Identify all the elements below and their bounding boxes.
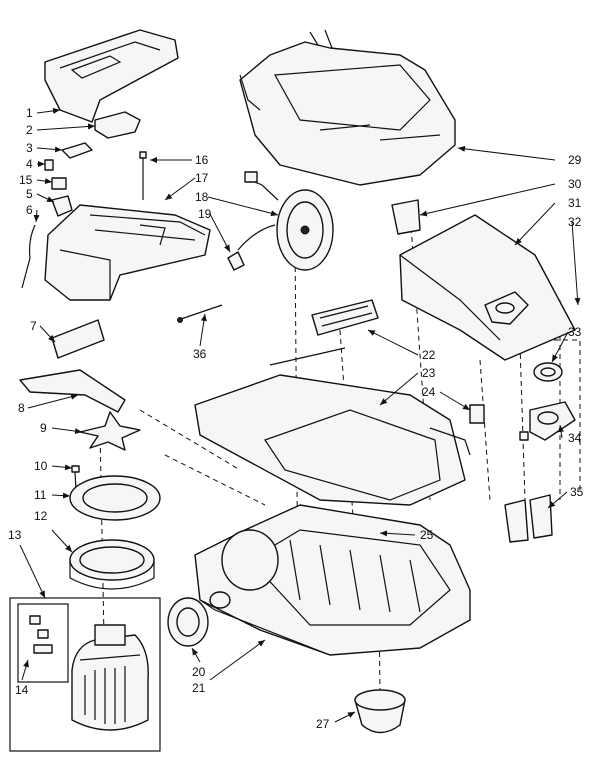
callout-20: 20 [192, 665, 206, 679]
callout-17: 17 [195, 171, 209, 185]
callout-30: 30 [568, 177, 582, 191]
latch-30 [391, 199, 421, 235]
valve-parts [519, 362, 576, 441]
callout-10: 10 [34, 459, 48, 473]
callout-35: 35 [570, 485, 584, 499]
leader-lines [19, 107, 581, 723]
callout-21: 21 [192, 681, 206, 695]
fan-9 [79, 411, 141, 451]
callout-labels: 1 2 3 4 15 5 6 16 17 18 19 29 30 31 32 7… [8, 106, 584, 731]
callout-33: 33 [568, 325, 582, 339]
callout-5: 5 [26, 187, 33, 201]
plug-19 [227, 224, 276, 271]
callout-27: 27 [316, 717, 330, 731]
bracket-8 [19, 369, 126, 413]
callout-3: 3 [26, 141, 33, 155]
callout-24: 24 [422, 385, 436, 399]
callout-4: 4 [26, 157, 33, 171]
caster-27 [354, 689, 406, 734]
callout-29: 29 [568, 153, 582, 167]
callout-23: 23 [422, 366, 436, 380]
callout-31: 31 [568, 196, 582, 210]
base-21 [194, 504, 471, 656]
top-cover [44, 29, 179, 123]
switch-24 [429, 404, 485, 456]
cord-reel-18 [244, 171, 334, 271]
screw-16 [139, 151, 147, 200]
callout-8: 8 [18, 401, 25, 415]
dust-bag [399, 214, 576, 361]
wheel-20 [167, 597, 209, 647]
brackets-35 [504, 494, 553, 543]
lid-frame-23 [194, 347, 466, 506]
ring-12 [69, 539, 155, 590]
callout-22: 22 [422, 348, 436, 362]
callout-6: 6 [26, 203, 33, 217]
callout-36: 36 [193, 347, 207, 361]
callout-1: 1 [26, 106, 33, 120]
gasket-11 [69, 475, 161, 521]
callout-34: 34 [568, 431, 582, 445]
callout-9: 9 [40, 421, 47, 435]
callout-32: 32 [568, 215, 582, 229]
callout-11: 11 [34, 488, 47, 502]
callout-12: 12 [34, 509, 48, 523]
motor-housing-frame [44, 204, 211, 301]
callout-14: 14 [15, 683, 29, 697]
rod-36 [177, 304, 223, 323]
callout-13: 13 [8, 528, 22, 542]
callout-25: 25 [420, 528, 434, 542]
callout-7: 7 [30, 319, 37, 333]
motor-assembly [9, 597, 161, 752]
filter-7 [51, 319, 105, 359]
grill-22 [311, 299, 379, 336]
handle-top-29 [239, 29, 456, 186]
callout-18: 18 [195, 190, 209, 204]
callout-15: 15 [19, 173, 33, 187]
callout-16: 16 [195, 153, 209, 167]
small-switch-parts [21, 111, 141, 289]
callout-19: 19 [198, 207, 212, 221]
callout-2: 2 [26, 123, 33, 137]
